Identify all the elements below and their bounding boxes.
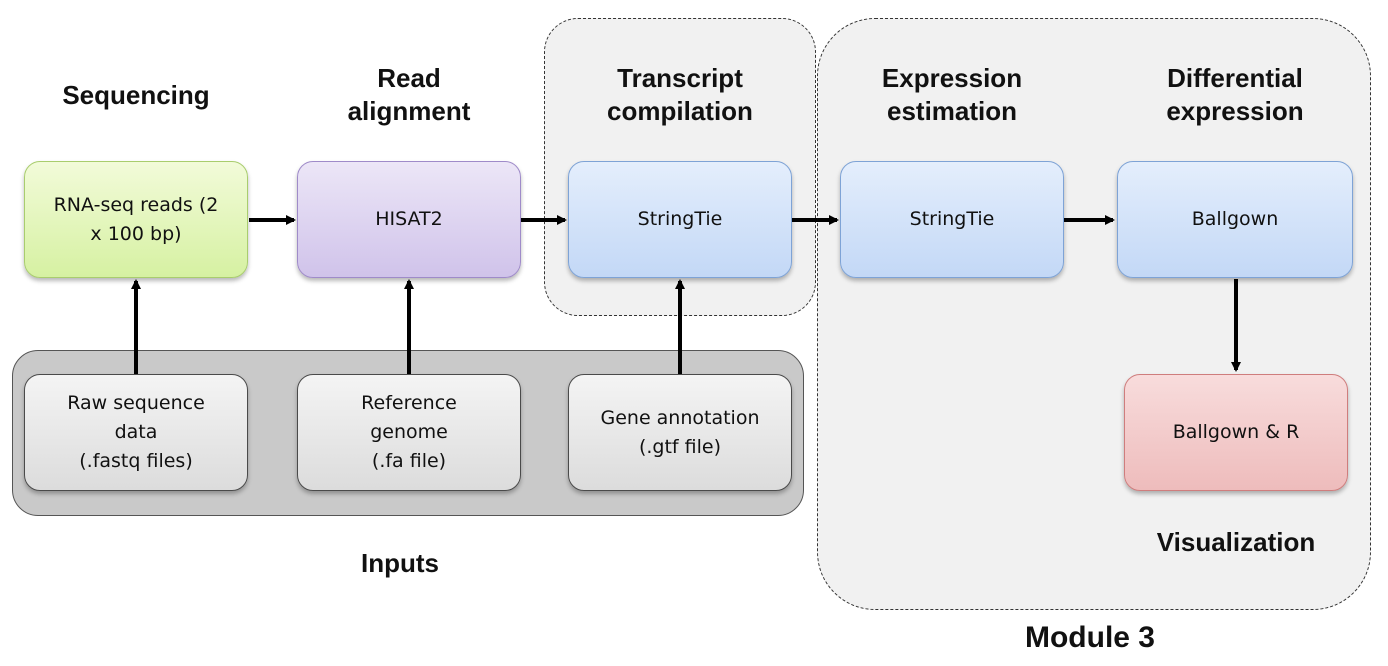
hisat2-box: HISAT2 — [297, 161, 521, 278]
heading-sequencing: Sequencing — [62, 80, 210, 110]
heading-read-alignment: Read alignment — [347, 63, 471, 126]
heading-visualization: Visualization — [1156, 527, 1316, 557]
raw-sequence-data-box: Raw sequence data (.fastq files) — [24, 374, 248, 491]
stringtie-estimation-box: StringTie — [840, 161, 1064, 278]
heading-differential-expression: Differential expression — [1166, 63, 1304, 126]
label-inputs: Inputs — [361, 548, 439, 578]
gene-annotation-box: Gene annotation (.gtf file) — [568, 374, 792, 491]
ballgown-and-r-box: Ballgown & R — [1124, 374, 1348, 491]
heading-expression-estimation: Expression estimation — [881, 63, 1023, 126]
module-3-region — [817, 18, 1371, 610]
heading-transcript-compilation: Transcript compilation — [607, 63, 753, 126]
stringtie-compilation-box: StringTie — [568, 161, 792, 278]
ballgown-box: Ballgown — [1117, 161, 1353, 278]
label-module-3: Module 3 — [1024, 621, 1155, 654]
rna-seq-reads-box: RNA-seq reads (2 x 100 bp) — [24, 161, 248, 278]
reference-genome-box: Reference genome (.fa file) — [297, 374, 521, 491]
